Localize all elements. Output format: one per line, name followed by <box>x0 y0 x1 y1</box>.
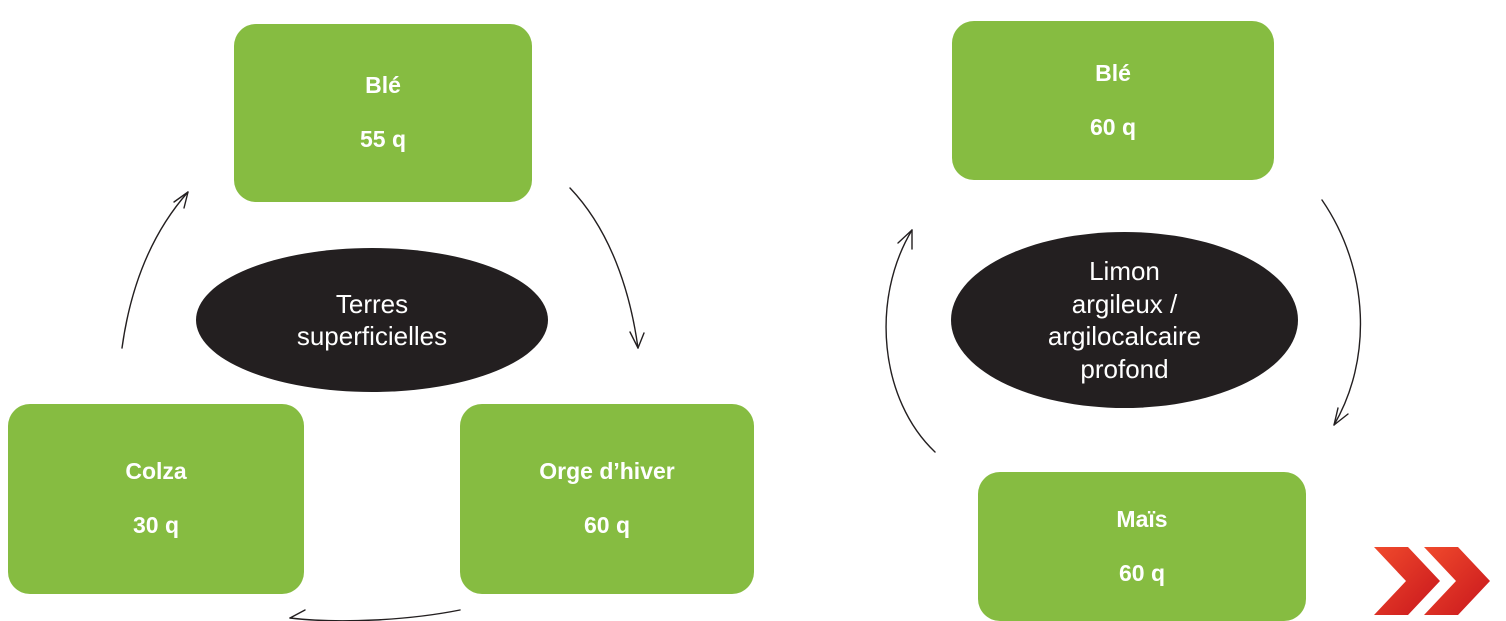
cycle-arrow-icon <box>1321 199 1362 426</box>
crop-box-colza: Colza 30 q <box>8 404 304 594</box>
crop-box-orge-hiver: Orge d’hiver 60 q <box>460 404 754 594</box>
crop-yield: 60 q <box>583 512 631 538</box>
soil-label-line: profond <box>1080 353 1169 384</box>
crop-yield: 30 q <box>132 512 180 538</box>
crop-yield: 60 q <box>1118 559 1166 586</box>
soil-label-line: argilocalcaire <box>1047 321 1202 351</box>
soil-type-ellipse-right: Limon argileux / argilocalcaire profond <box>951 232 1298 408</box>
crop-box-ble: Blé 60 q <box>952 21 1274 180</box>
cycle-arrow-icon <box>885 229 936 453</box>
cycle-arrow-icon <box>289 609 461 621</box>
crop-name: Colza <box>125 458 187 485</box>
crop-name: Blé <box>1095 59 1131 86</box>
double-chevron-logo-icon <box>1374 547 1490 615</box>
crop-name: Maïs <box>1116 505 1168 532</box>
soil-label-line: argileux / <box>1071 288 1178 319</box>
crop-name: Blé <box>365 72 401 99</box>
crop-yield: 55 q <box>359 126 407 152</box>
crop-box-mais: Maïs 60 q <box>978 472 1306 621</box>
crop-name: Orge d’hiver <box>539 458 675 485</box>
cycle-arrow-icon <box>121 191 189 349</box>
soil-type-ellipse-left: Terres superficielles <box>196 248 548 392</box>
cycle-arrow-icon <box>569 187 639 349</box>
soil-label-line: superficielles <box>296 321 448 351</box>
crop-yield: 60 q <box>1089 113 1137 140</box>
soil-label-line: Terres <box>335 288 409 319</box>
soil-label-line: Limon <box>1089 256 1160 286</box>
crop-box-ble: Blé 55 q <box>234 24 532 202</box>
